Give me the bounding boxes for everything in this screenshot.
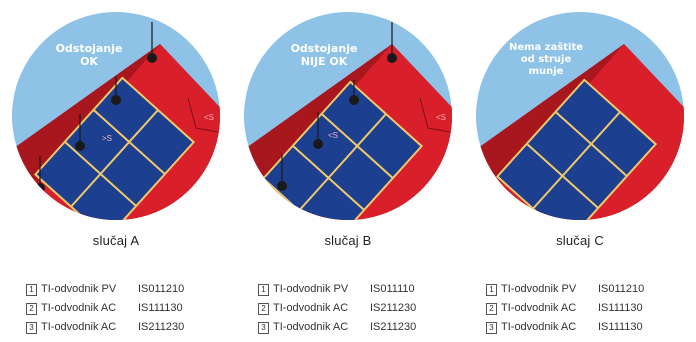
status-line: Odstojanje xyxy=(56,42,123,55)
connection-point xyxy=(35,183,45,193)
product-code: IS111130 xyxy=(598,302,643,314)
device-name: TI-odvodnik PV xyxy=(273,283,349,295)
solar-panel xyxy=(495,78,658,220)
item-number: 3 xyxy=(258,322,269,334)
connection-point xyxy=(277,181,287,191)
status-line: Nema zaštite xyxy=(509,41,583,53)
status-line: munje xyxy=(529,66,564,77)
case-label: slučaj C xyxy=(556,233,604,248)
case-a-panel: Odstojanje OK >S <S slučaj A 1 TI-odvodn… xyxy=(0,0,232,342)
connection-point xyxy=(313,139,323,149)
product-code: IS211230 xyxy=(370,302,417,314)
product-code: IS011210 xyxy=(598,283,645,295)
connection-point xyxy=(387,53,397,63)
distance-mark: <S xyxy=(204,113,214,122)
case-b-illustration: Odstojanje NIJE OK <S <S xyxy=(244,12,452,220)
product-code: IS011210 xyxy=(138,283,185,295)
case-b-panel: Odstojanje NIJE OK <S <S slučaj B 1 TI-o… xyxy=(232,0,464,342)
status-line: od struje xyxy=(521,54,572,65)
device-name: TI-odvodnik AC xyxy=(501,302,577,314)
device-name: TI-odvodnik AC xyxy=(273,302,349,314)
product-code: IS211230 xyxy=(370,321,417,333)
item-number: 3 xyxy=(26,322,37,334)
device-name: TI-odvodnik PV xyxy=(501,283,577,295)
device-name: TI-odvodnik AC xyxy=(41,321,117,333)
distance-mark: >S xyxy=(102,134,112,143)
distance-mark: <S xyxy=(328,131,338,140)
item-number: 2 xyxy=(26,303,37,315)
item-number: 3 xyxy=(486,322,497,334)
item-number: 2 xyxy=(258,303,269,315)
distance-line xyxy=(419,97,451,133)
product-code: IS011110 xyxy=(370,283,415,295)
case-label: slučaj B xyxy=(324,233,372,248)
device-name: TI-odvodnik AC xyxy=(41,302,117,314)
item-number: 1 xyxy=(486,284,497,296)
connection-point xyxy=(147,53,157,63)
connection-point xyxy=(349,95,359,105)
solar-panel xyxy=(33,76,196,220)
connection-point xyxy=(75,141,85,151)
device-name: TI-odvodnik AC xyxy=(273,321,349,333)
status-line: NIJE OK xyxy=(301,55,348,68)
distance-mark: <S xyxy=(436,113,446,122)
item-number: 1 xyxy=(26,284,37,296)
status-line: OK xyxy=(80,55,98,68)
case-c-illustration: Nema zaštite od struje munje xyxy=(476,12,684,220)
device-name: TI-odvodnik AC xyxy=(501,321,577,333)
status-line: Odstojanje xyxy=(291,42,358,55)
item-number: 1 xyxy=(258,284,269,296)
product-code: IS211230 xyxy=(138,321,185,333)
product-code: IS111130 xyxy=(598,321,643,333)
case-label: slučaj A xyxy=(92,233,140,248)
distance-line xyxy=(187,97,219,133)
device-name: TI-odvodnik PV xyxy=(41,283,117,295)
product-code: IS111130 xyxy=(138,302,183,314)
item-number: 2 xyxy=(486,303,497,315)
solar-panel xyxy=(261,80,424,220)
connection-point xyxy=(111,95,121,105)
case-a-illustration: Odstojanje OK >S <S xyxy=(12,12,220,220)
case-c-panel: Nema zaštite od struje munje slučaj C 1 … xyxy=(464,0,696,342)
